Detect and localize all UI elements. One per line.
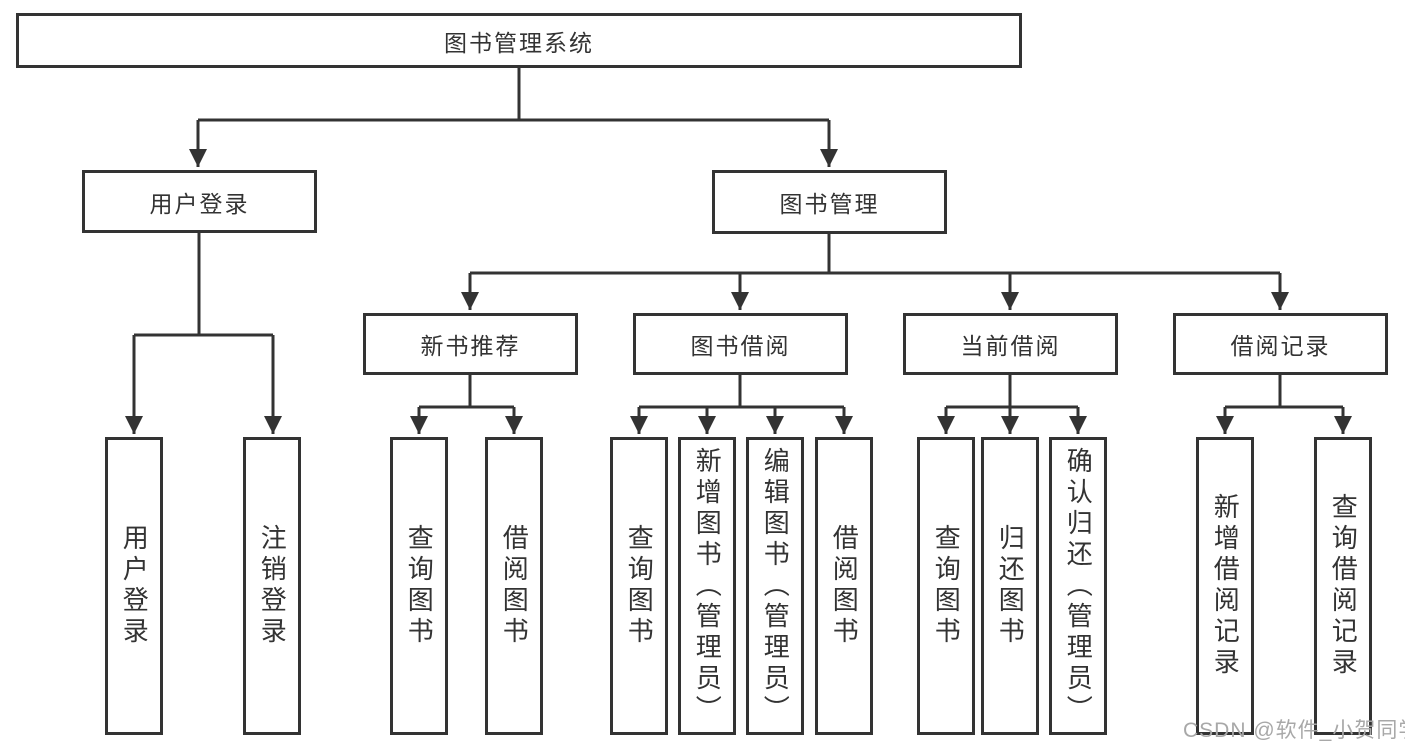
leaf-confirm-return-admin: 确认归还（管理员）: [1049, 437, 1107, 735]
node-library-system: 图书管理系统: [16, 13, 1022, 68]
leaf-edit-book-admin: 编辑图书（管理员）: [746, 437, 804, 735]
leaf-return-books: 归还图书: [981, 437, 1039, 735]
node-book-management-branch: 图书管理: [712, 170, 947, 234]
node-current-borrow: 当前借阅: [903, 313, 1118, 375]
leaf-query-books-recommend: 查询图书: [390, 437, 448, 735]
node-borrow-records: 借阅记录: [1173, 313, 1388, 375]
node-user-login-branch: 用户登录: [82, 170, 317, 233]
leaf-query-books-current: 查询图书: [917, 437, 975, 735]
node-book-borrow: 图书借阅: [633, 313, 848, 375]
connector-bookborrow-branch: [639, 375, 844, 409]
connector-records-branch: [1225, 375, 1343, 409]
connector-userlogin-branch: [134, 233, 273, 337]
leaf-add-book-admin: 新增图书（管理员）: [678, 437, 736, 735]
connector-bookmgmt-branch: [470, 234, 1280, 275]
csdn-watermark: CSDN @软件_小贺同学: [1183, 719, 1405, 742]
connector-currentborrow-branch: [946, 375, 1078, 409]
connector-root-branch: [198, 68, 829, 122]
leaf-logout: 注销登录: [243, 437, 301, 735]
leaf-add-borrow-record: 新增借阅记录: [1196, 437, 1254, 735]
leaf-query-borrow-record: 查询借阅记录: [1314, 437, 1372, 735]
leaf-borrow-books: 借阅图书: [815, 437, 873, 735]
leaf-borrow-books-recommend: 借阅图书: [485, 437, 543, 735]
node-new-book-recommend: 新书推荐: [363, 313, 578, 375]
leaf-user-login: 用户登录: [105, 437, 163, 735]
connector-newbooks-branch: [419, 375, 514, 409]
leaf-query-books-borrow: 查询图书: [610, 437, 668, 735]
